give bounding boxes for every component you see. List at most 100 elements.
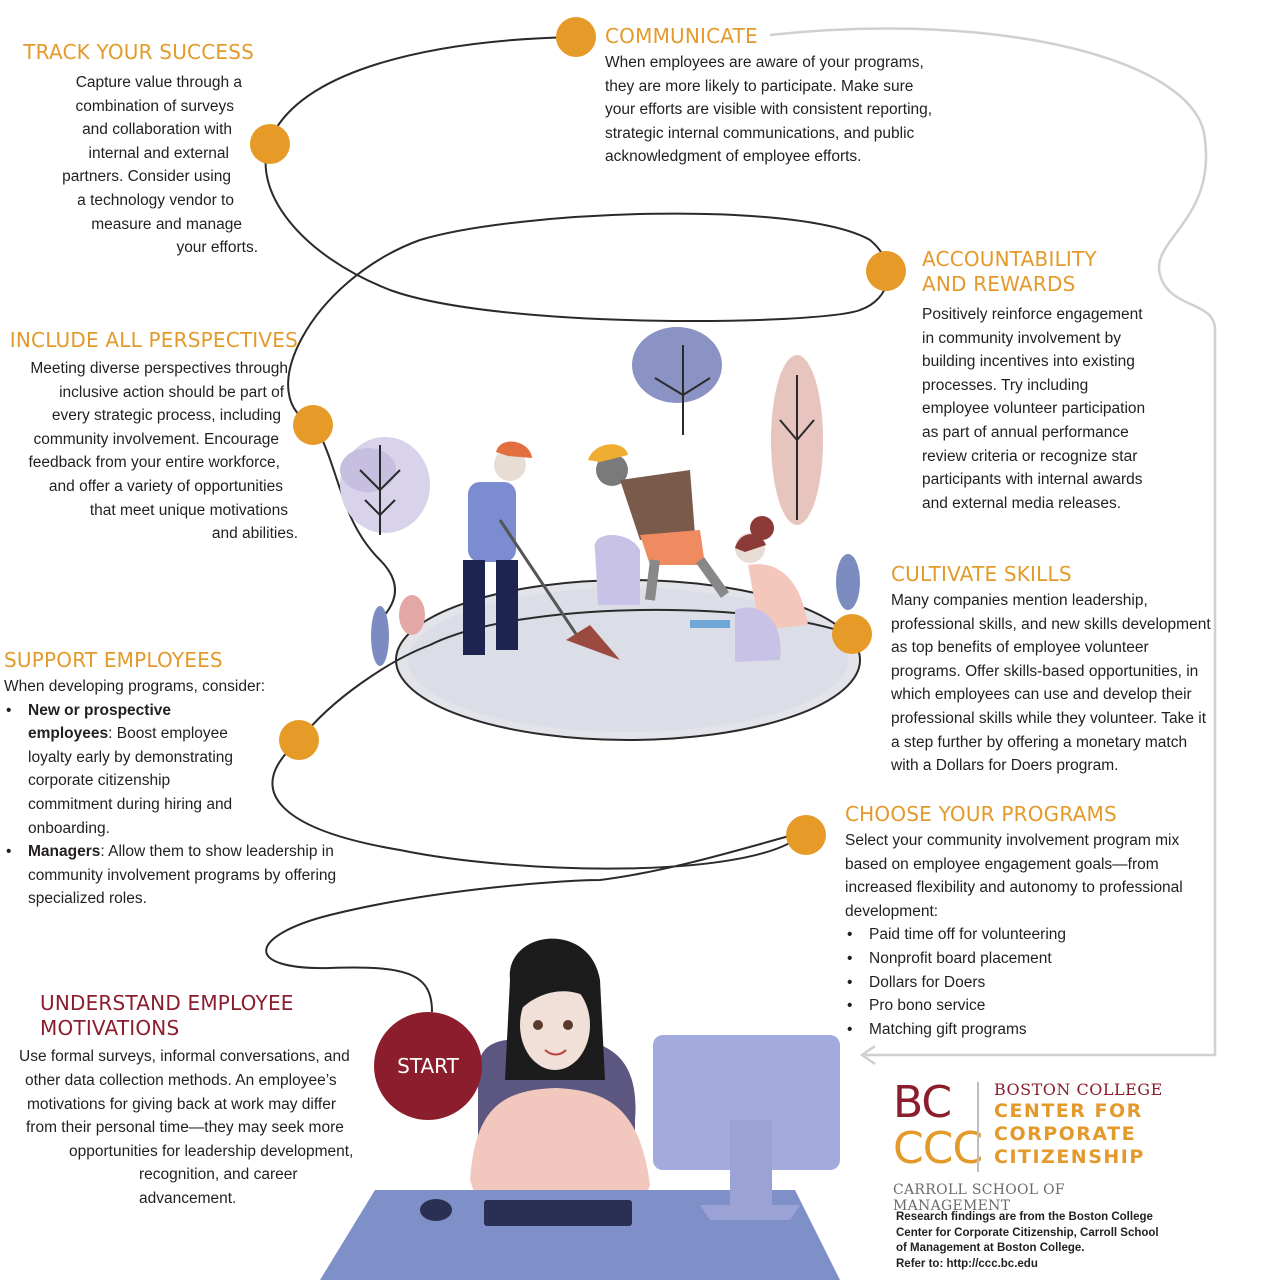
perspectives-line-1: Meeting diverse perspectives through [30, 360, 288, 377]
section-accountability: ACCOUNTABILITY AND REWARDS Positively re… [922, 247, 1182, 515]
cultivate-line-6: professional skills while they volunteer… [891, 709, 1207, 727]
footnote-line-2: Center for Corporate Citizenship, Carrol… [896, 1226, 1159, 1239]
track-line-2: combination of surveys [75, 98, 234, 115]
accountability-line-9: and external media releases. [922, 494, 1122, 512]
step-dot-choose [786, 815, 826, 855]
heading-support: SUPPORT EMPLOYEES [4, 648, 223, 672]
volunteer-kneeling-figure [690, 516, 808, 662]
choose-line-2: based on employee engagement goals—from [845, 855, 1159, 873]
perspectives-line-6: and offer a variety of opportunities [48, 477, 283, 495]
support-item-2: Managers: Allow them to show leadership … [4, 840, 340, 911]
logo-line-2: CENTER FOR [994, 1100, 1143, 1122]
track-line-1: Capture value through a [75, 74, 242, 91]
heading-cultivate: CULTIVATE SKILLS [891, 562, 1072, 586]
choose-line-3: increased flexibility and autonomy to pr… [845, 879, 1183, 897]
step-dot-communicate [556, 17, 596, 57]
logo-line-3: CORPORATE [994, 1123, 1137, 1145]
track-line-6: a technology vendor to [77, 192, 234, 209]
support-intro: When developing programs, consider: [4, 678, 266, 695]
return-path [769, 27, 1217, 1057]
keyboard-icon [484, 1200, 632, 1226]
cultivate-line-5: which employees can use and develop thei… [891, 686, 1192, 704]
choose-line-1: Select your community involvement progra… [845, 832, 1180, 849]
heading-communicate: COMMUNICATE [605, 24, 758, 48]
start-circle: START [374, 1012, 482, 1120]
choose-list: Paid time off for volunteering Nonprofit… [845, 923, 1215, 1041]
logo-school: CARROLL SCHOOL OF MANAGEMENT [893, 1182, 1065, 1214]
mouse-icon [420, 1199, 452, 1221]
perspectives-line-7: that meet unique motivations [89, 501, 288, 519]
section-track: TRACK YOUR SUCCESS Capture value through… [0, 40, 258, 261]
understand-line-1: Use formal surveys, informal conversatio… [19, 1048, 350, 1065]
accountability-line-6: as part of annual performance [922, 423, 1129, 441]
accountability-line-7: review criteria or recognize star [922, 447, 1138, 465]
logo-ccc: CCC [893, 1123, 983, 1174]
cultivate-line-8: with a Dollars for Doers program. [891, 757, 1119, 775]
track-line-7: measure and manage [91, 216, 242, 233]
computer-monitor-icon [653, 1035, 840, 1220]
person-at-desk-figure [470, 938, 650, 1210]
leaf-right-icon [836, 554, 860, 610]
choose-item-2: Nonprofit board placement [845, 947, 1215, 971]
return-arrow-icon [859, 1044, 876, 1066]
cultivate-line-7: a step further by offering a monetary ma… [891, 733, 1188, 751]
section-perspectives: INCLUDE ALL PERSPECTIVES Meeting diverse… [0, 328, 298, 546]
accountability-line-2: in community involvement by [922, 329, 1121, 347]
accountability-line-5: employee volunteer participation [922, 400, 1146, 418]
tree-center-icon [632, 327, 722, 435]
volunteer-rake-figure [463, 441, 620, 660]
cultivate-line-2: professional skills, and new skills deve… [891, 615, 1211, 633]
understand-line-6: recognition, and career advancement. [139, 1166, 298, 1207]
section-understand: UNDERSTAND EMPLOYEE MOTIVATIONS Use form… [0, 991, 392, 1207]
choose-item-5: Matching gift programs [845, 1018, 1215, 1042]
communicate-line-2: they are more likely to participate. Mak… [605, 77, 914, 95]
choose-item-1: Paid time off for volunteering [845, 923, 1215, 947]
section-cultivate: CULTIVATE SKILLS Many companies mention … [891, 562, 1261, 778]
accountability-line-1: Positively reinforce engagement [922, 306, 1143, 323]
section-choose: CHOOSE YOUR PROGRAMS Select your communi… [845, 802, 1215, 1041]
communicate-line-3: your efforts are visible with consistent… [605, 101, 933, 119]
accountability-line-4: processes. Try including [922, 376, 1089, 394]
logo-line-4: CITIZENSHIP [994, 1146, 1145, 1168]
communicate-line-4: strategic internal communications, and p… [605, 124, 915, 142]
communicate-line-5: acknowledgment of employee efforts. [605, 148, 862, 166]
step-dot-support [279, 720, 319, 760]
understand-line-5: opportunities for leadership development… [69, 1143, 354, 1160]
logo-line-1: BOSTON COLLEGE [994, 1080, 1163, 1099]
step-dot-cultivate [832, 614, 872, 654]
tree-right-icon [771, 355, 823, 525]
heading-track: TRACK YOUR SUCCESS [23, 40, 254, 64]
section-communicate: COMMUNICATE When employees are aware of … [605, 24, 965, 169]
heading-perspectives: INCLUDE ALL PERSPECTIVES [9, 328, 298, 352]
footnote: Research findings are from the Boston Co… [896, 1210, 1159, 1272]
accountability-line-3: building incentives into existing [922, 353, 1135, 371]
footnote-line-4: Refer to: http://ccc.bc.edu [896, 1257, 1038, 1270]
perspectives-line-3: every strategic process, including [51, 407, 281, 425]
step-dot-track [250, 124, 290, 164]
perspectives-line-5: feedback from your entire workforce, [28, 454, 280, 472]
tree-left-icon [340, 437, 430, 535]
communicate-line-1: When employees are aware of your program… [605, 54, 924, 71]
choose-item-4: Pro bono service [845, 994, 1215, 1018]
understand-line-2: other data collection methods. An employ… [25, 1072, 337, 1089]
cultivate-line-4: programs. Offer skills-based opportuniti… [891, 662, 1199, 680]
understand-line-3: motivations for giving back at work may … [27, 1096, 336, 1113]
perspectives-line-4: community involvement. Encourage [33, 430, 279, 448]
step-dot-accountability [866, 251, 906, 291]
heading-understand: UNDERSTAND EMPLOYEE MOTIVATIONS [40, 991, 294, 1040]
step-dot-perspectives [293, 405, 333, 445]
volunteer-bag-figure [588, 444, 730, 605]
footnote-line-1: Research findings are from the Boston Co… [896, 1211, 1153, 1223]
track-line-4: internal and external [88, 145, 229, 162]
choose-item-3: Dollars for Doers [845, 971, 1215, 995]
section-support: SUPPORT EMPLOYEES When developing progra… [4, 648, 344, 911]
logo-bc: BC [893, 1077, 952, 1128]
heading-accountability-2: AND REWARDS [922, 272, 1076, 296]
track-line-5: partners. Consider using [62, 168, 231, 185]
accountability-line-8: participants with internal awards [922, 471, 1143, 489]
understand-line-4: from their personal time—they may seek m… [26, 1119, 344, 1136]
logo-divider [977, 1082, 979, 1172]
heading-choose: CHOOSE YOUR PROGRAMS [845, 802, 1117, 826]
perspectives-line-2: inclusive action should be part of [59, 383, 284, 401]
